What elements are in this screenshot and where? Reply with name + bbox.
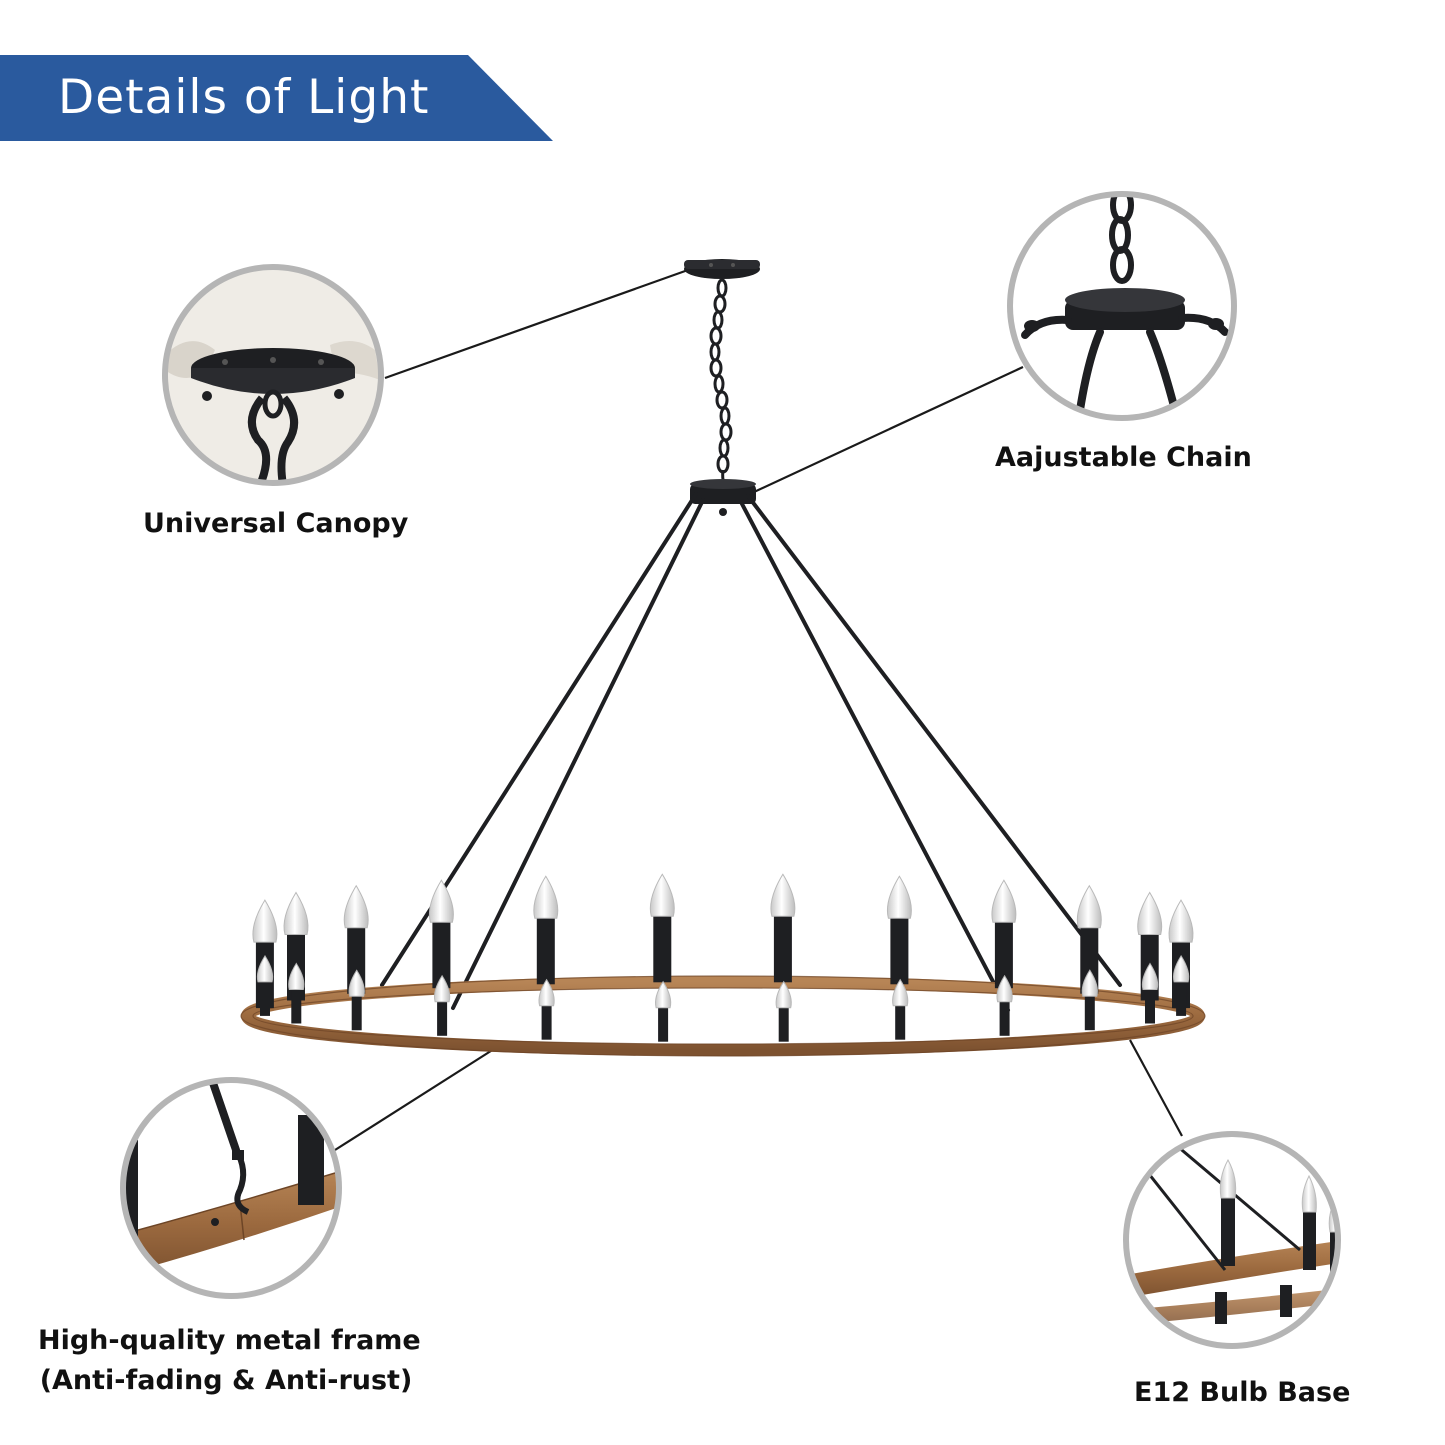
support-rods — [380, 492, 1122, 1012]
candle-socket — [256, 954, 274, 1016]
title-banner — [0, 55, 553, 141]
leader-line-chain — [753, 366, 1024, 493]
candle-socket — [533, 875, 559, 985]
candle-bulb-icon — [1221, 1198, 1235, 1266]
candle-socket — [433, 974, 451, 1036]
candle-socket — [886, 875, 912, 985]
candle-socket — [991, 879, 1017, 989]
candle-socket — [996, 974, 1013, 1036]
chandelier-chain — [709, 278, 733, 485]
candle-socket — [288, 962, 305, 1024]
wood-ring — [240, 975, 1206, 1057]
candle-socket — [348, 969, 365, 1031]
caption-universal-canopy: Universal Canopy — [143, 508, 409, 539]
callout-canopy-circle — [162, 264, 384, 486]
candle-socket — [1141, 962, 1159, 1024]
leader-line-frame — [334, 1041, 506, 1151]
chandelier-hub — [690, 479, 756, 516]
candle-socket — [1172, 954, 1190, 1016]
candle-socket — [428, 879, 454, 989]
caption-adjustable-chain: Aajustable Chain — [995, 442, 1252, 473]
candle-socket — [654, 980, 672, 1042]
leader-line-bulb — [1129, 1039, 1183, 1137]
frame-joint-icon — [208, 1080, 240, 1154]
leader-lines — [334, 268, 1183, 1151]
callout-frame-circle — [120, 1077, 342, 1299]
leader-line-canopy — [384, 268, 689, 380]
banner-title: Details of Light — [58, 70, 430, 125]
callout-chain-circle — [1007, 191, 1237, 421]
candle-socket — [538, 978, 555, 1040]
candle-socket — [775, 980, 792, 1042]
callout-bulb-circle — [1123, 1131, 1341, 1349]
candle-socket — [649, 873, 675, 983]
candle-socket — [892, 978, 909, 1040]
candle-socket — [770, 873, 796, 983]
candle-socket — [1081, 969, 1098, 1031]
caption-metal-frame-line2: (Anti-fading & Anti-rust) — [39, 1365, 413, 1396]
candle-sockets — [252, 873, 1194, 1042]
chandelier-canopy — [684, 259, 760, 279]
caption-bulb-base: E12 Bulb Base — [1134, 1377, 1351, 1408]
caption-metal-frame-line1: High-quality metal frame — [38, 1325, 421, 1356]
